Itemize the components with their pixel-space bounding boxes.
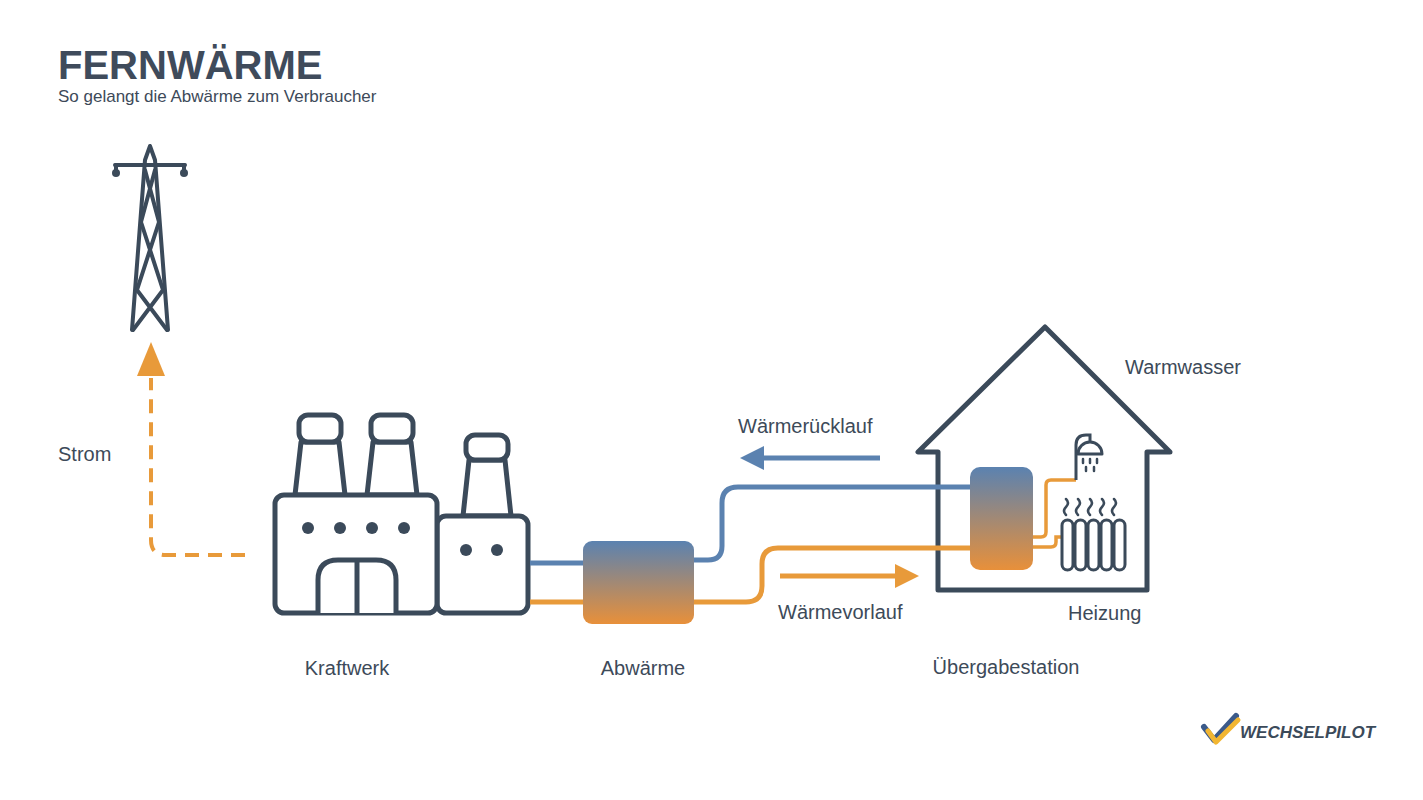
arrow-head <box>895 564 919 588</box>
logo-check <box>1208 720 1238 742</box>
radiator-fin <box>1088 520 1099 570</box>
house: Übergabestation <box>938 325 1147 590</box>
edge-label: Wärmerücklauf <box>738 414 872 438</box>
power-pylon <box>115 146 185 330</box>
door <box>355 560 360 613</box>
window <box>398 522 410 534</box>
transfer-tank <box>970 467 1033 570</box>
usage-label: Heizung <box>1068 601 1141 625</box>
edge-label: Wärmevorlauf <box>778 600 902 624</box>
pylon-legs <box>132 146 168 330</box>
pipe <box>938 546 972 551</box>
arrow-head <box>137 342 165 376</box>
node-label: Übergabestation <box>933 655 1080 679</box>
heat-wave <box>1088 499 1092 515</box>
pipe-connector <box>694 548 938 602</box>
chimney-cap <box>299 415 341 442</box>
window <box>491 544 503 556</box>
power-plant-shape <box>273 412 530 615</box>
heat-exchanger-box-shape <box>583 541 694 624</box>
power-plant: Kraftwerk <box>273 412 530 615</box>
heat-wave <box>1076 499 1080 515</box>
node-label: Abwärme <box>601 656 685 680</box>
shower-head <box>1078 442 1102 454</box>
pipe <box>1032 537 1062 547</box>
flow-label: Strom <box>58 442 111 466</box>
radiator-fin <box>1114 520 1125 570</box>
heat-exchanger-box: Abwärme <box>583 541 694 624</box>
window <box>302 522 314 534</box>
heat-wave <box>1112 499 1116 515</box>
heat-wave <box>1100 499 1104 515</box>
usage-label: Warmwasser <box>1125 355 1241 379</box>
pipe <box>938 485 972 490</box>
radiator-fin <box>1101 520 1112 570</box>
door <box>318 560 396 613</box>
pylon-lattice <box>133 170 167 330</box>
radiator-fin <box>1062 520 1073 570</box>
watermark: WECHSELPILOT <box>1240 721 1375 745</box>
chimney <box>463 460 511 516</box>
pylon-insulator <box>112 169 120 177</box>
pipe-connector <box>694 487 938 560</box>
window <box>460 544 472 556</box>
window <box>334 522 346 534</box>
pylon-arm <box>115 163 185 167</box>
building-block <box>275 495 437 613</box>
chimney <box>367 442 417 495</box>
pipe-connector <box>530 561 583 566</box>
pylon-insulator <box>180 169 188 177</box>
chimney-cap <box>466 435 508 460</box>
node-label: Kraftwerk <box>305 656 389 680</box>
arrow-head <box>740 446 764 470</box>
radiator-fin <box>1075 520 1086 570</box>
power-flow-arrow <box>151 378 245 555</box>
water-drops <box>1083 459 1097 471</box>
diagram-caption: So gelangt die Abwärme zum Verbraucher <box>58 86 376 108</box>
house-shape <box>938 325 1147 590</box>
pylon-insulator <box>116 165 184 171</box>
window <box>366 522 378 534</box>
return-direction-arrow <box>762 456 880 461</box>
heat-exchanger <box>583 541 694 624</box>
building-block <box>437 516 528 613</box>
diagram-title: FERNWÄRME <box>58 42 322 88</box>
pipe-connector <box>530 600 583 605</box>
chimney-cap <box>371 415 413 442</box>
supply-direction-arrow <box>780 574 897 579</box>
heat-wave <box>1064 499 1068 515</box>
chimney <box>295 442 345 495</box>
